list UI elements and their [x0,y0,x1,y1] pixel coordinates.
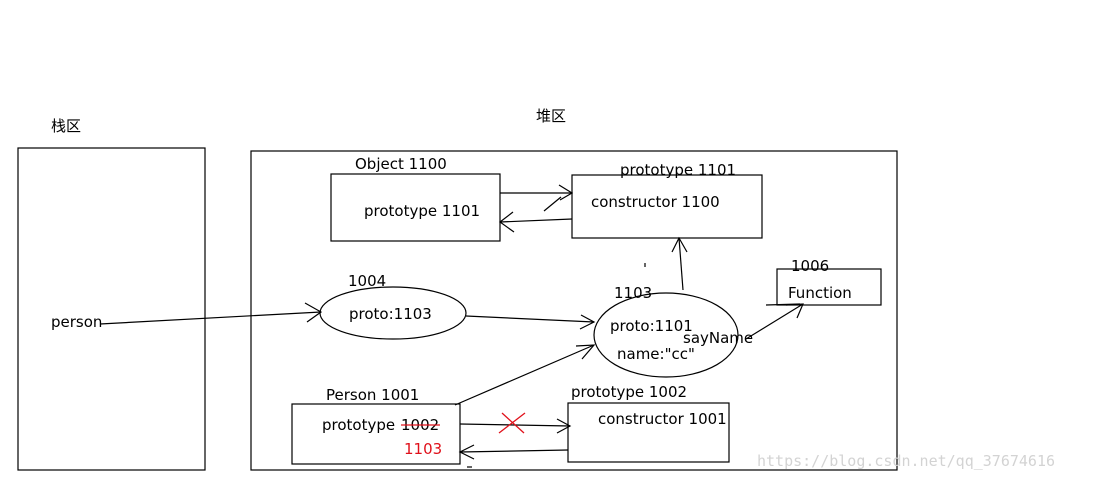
heap-area-label: 堆区 [536,107,566,125]
arrow-new-prototype-to-object-prototype [671,236,688,291]
object-prototype-constructor: constructor 1100 [591,193,720,211]
object-constructor-prototype: prototype 1101 [364,202,480,220]
person-constructor-title: Person 1001 [326,386,419,404]
object-prototype-box [571,174,763,239]
cross-out-mark [498,412,526,434]
function-address: 1006 [791,257,829,275]
person-variable: person [51,313,102,331]
person-old-prototype-title: prototype 1002 [571,383,687,401]
watermark-text: https://blog.csdn.net/qq_37674616 [757,452,1055,470]
arrow-person-to-instance [99,302,323,325]
new-prototype-node: 1103 proto:1101 name:"cc" [593,284,739,378]
arrow-instance-to-new-prototype [465,314,596,330]
person-constructor-prototype-label: prototype [322,416,395,434]
arrow-old-prototype-to-person [458,444,569,460]
person-instance-address: 1004 [348,272,386,290]
function-box [776,268,882,306]
object-prototype-node: prototype 1101 constructor 1100 [571,161,763,239]
arrow-constructor-to-object [498,211,573,233]
new-prototype-proto: proto:1101 [610,317,693,335]
person-instance-node: 1004 proto:1103 [319,272,467,340]
stack-area [17,147,206,471]
person-instance-proto: proto:1103 [349,305,432,323]
new-prototype-address: 1103 [614,284,652,302]
arrow-sayname-to-function [745,303,804,340]
stack-area-label: 栈区 [51,117,81,135]
person-constructor-box [291,403,461,465]
stray-stroke [543,196,562,212]
object-constructor-box [330,173,501,242]
person-constructor-node: Person 1001 prototype 1002 1103 [291,386,461,465]
object-constructor-node: Object 1100 prototype 1101 [330,155,501,242]
person-old-prototype-node: prototype 1002 constructor 1001 [567,383,730,463]
person-old-prototype-constructor: constructor 1001 [598,410,727,428]
new-prototype-name: name:"cc" [617,345,695,363]
arrow-object-to-prototype [500,184,574,201]
new-prototype-ellipse [593,292,739,378]
object-prototype-title: prototype 1101 [620,161,736,179]
heap-area [250,150,898,471]
function-node: 1006 Function [776,257,882,306]
function-label: Function [788,284,852,302]
sayname-label: sayName [683,329,753,347]
person-old-prototype-box [567,402,730,463]
arrow-person-prototype-to-new-prototype [454,344,596,406]
object-constructor-title: Object 1100 [355,155,447,173]
person-constructor-new-prototype: 1103 [404,440,442,458]
